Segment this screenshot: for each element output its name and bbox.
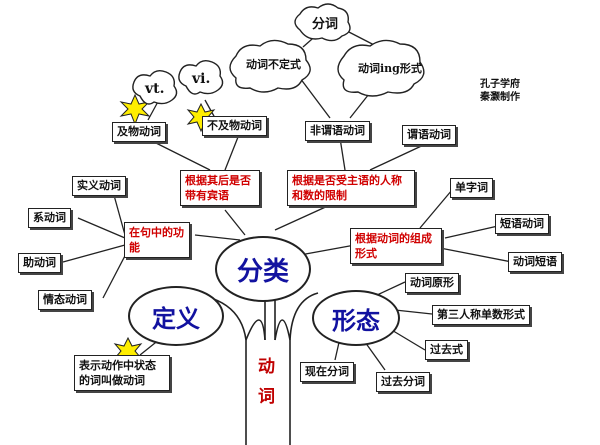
criterion-object: 根据其后是否带有宾语	[180, 170, 260, 206]
forms-label: 形态	[332, 305, 380, 335]
criterion-composition: 根据动词的组成形式	[350, 228, 442, 264]
credit: 孔子学府 秦灏制作	[480, 78, 520, 104]
cloud-vt: vt.	[145, 81, 165, 97]
node-transitive: 及物动词	[112, 122, 166, 142]
credit-line-1: 孔子学府	[480, 79, 520, 90]
definition-ellipse: 定义	[128, 286, 224, 346]
node-verb-phrase: 动词短语	[508, 252, 562, 272]
cloud-participle: 分词	[312, 17, 339, 32]
node-past-tense: 过去式	[425, 340, 468, 360]
node-base-form: 动词原形	[405, 273, 459, 293]
node-third-person: 第三人称单数形式	[432, 305, 530, 325]
center-label: 分类	[236, 256, 289, 287]
cloud-vi: vi.	[192, 71, 211, 87]
node-phrasal-verb: 短语动词	[495, 214, 549, 234]
node-present-participle: 现在分词	[300, 362, 354, 382]
trunk-label-2: 词	[258, 387, 275, 407]
node-single-word: 单字词	[450, 178, 493, 198]
node-past-participle: 过去分词	[376, 372, 430, 392]
node-linking: 系动词	[28, 208, 71, 228]
node-auxiliary: 助动词	[18, 253, 61, 273]
criterion-position: 在句中的功能	[124, 222, 190, 258]
cloud-infinitive: 动词不定式	[246, 58, 301, 71]
node-lexical: 实义动词	[72, 176, 126, 196]
node-non-finite: 非谓语动词	[305, 121, 370, 141]
forms-ellipse: 形态	[312, 290, 400, 346]
definition-text: 表示动作中状态的词叫做动词	[74, 355, 170, 391]
cloud-gerund: 动词ing形式	[358, 62, 422, 75]
node-finite: 谓语动词	[402, 125, 456, 145]
node-intransitive: 不及物动词	[202, 116, 267, 136]
definition-label: 定义	[152, 303, 200, 333]
trunk-label-1: 动	[258, 357, 275, 377]
center-ellipse: 分类	[215, 236, 311, 302]
credit-line-2: 秦灏制作	[480, 92, 520, 103]
node-modal: 情态动词	[38, 290, 92, 310]
criterion-subject: 根据是否受主语的人称和数的限制	[287, 170, 415, 206]
